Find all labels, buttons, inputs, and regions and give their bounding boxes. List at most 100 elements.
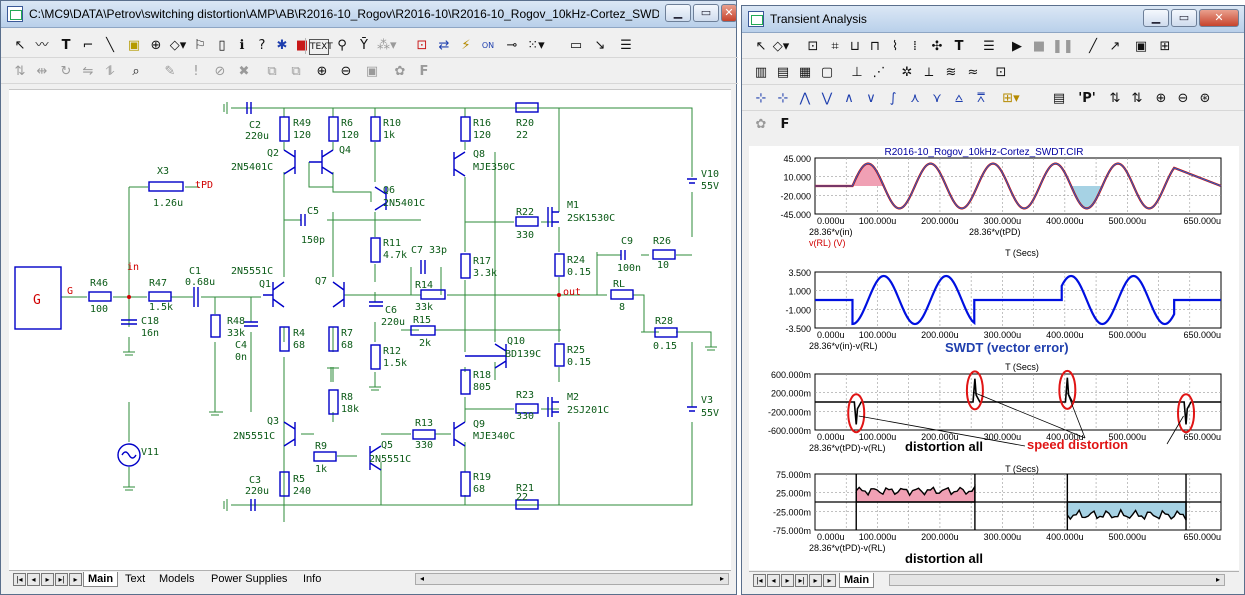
pause-icon[interactable]: ❚❚ — [1052, 39, 1074, 54]
zoom-in-icon[interactable]: ⊕ — [1155, 91, 1167, 106]
page-more-button[interactable]: ▸ — [823, 574, 836, 587]
maximize-button[interactable]: ▭ — [693, 4, 719, 22]
zoom-out-icon[interactable]: ⊖ — [340, 64, 352, 79]
ruler-icon[interactable]: ≋ — [945, 65, 957, 80]
stop-run-icon[interactable]: ■ — [1032, 39, 1046, 54]
transient-maximize-button[interactable]: ▭ — [1171, 9, 1197, 27]
performance-tag-icon[interactable]: ⁞ — [912, 39, 918, 54]
warning-icon[interactable]: ! — [193, 64, 199, 79]
peak-icon[interactable]: ⋀ — [799, 91, 811, 106]
transient-minimize-button[interactable]: ▁ — [1143, 9, 1169, 27]
table-icon[interactable]: ⊞ — [1159, 39, 1171, 54]
shape-icon[interactable]: ◇▾ — [169, 38, 187, 53]
page-menu-button[interactable]: ▸ — [69, 573, 82, 586]
first-page-button[interactable]: |◂ — [13, 573, 26, 586]
orthogonal-wire-icon[interactable]: ⌐ — [82, 38, 94, 53]
mirror-icon[interactable]: ⇹ — [36, 64, 48, 79]
info-icon[interactable]: ℹ — [239, 38, 245, 53]
cursor-left-icon[interactable]: ⊹ — [755, 91, 767, 106]
baseline-icon[interactable]: ⊥ — [851, 65, 863, 80]
animate-icon[interactable]: ⊡ — [995, 65, 1007, 80]
font-icon[interactable]: F — [780, 117, 790, 132]
transient-tab-main[interactable]: Main — [839, 573, 875, 588]
transient-titlebar[interactable]: Transient Analysis ▁ ▭ ✕ — [742, 6, 1244, 33]
grid-minor-icon[interactable]: ▤ — [776, 65, 790, 80]
edit-icon[interactable]: ✎ — [164, 64, 176, 79]
tab-power-supplies[interactable]: Power Supplies — [211, 573, 288, 585]
plot-area[interactable]: R2016-10_Rogov_10kHz-Cortez_SWDT.CIR 45.… — [749, 146, 1239, 570]
go-to-y-icon[interactable]: 'P' — [1078, 91, 1096, 106]
last-page-button[interactable]: ▸| — [55, 573, 68, 586]
select-arrow-icon[interactable]: ↖ — [14, 38, 26, 53]
next-page-button[interactable]: ▸ — [781, 574, 794, 587]
plot-window-icon[interactable]: ▣ — [1134, 39, 1148, 54]
text-tool-icon[interactable]: T — [61, 38, 71, 53]
low-icon[interactable]: ∨ — [866, 91, 876, 106]
camera-icon[interactable]: ▣ — [365, 64, 379, 79]
text-tool-icon[interactable]: T — [954, 39, 964, 54]
zoom-out-icon[interactable]: ⊖ — [1177, 91, 1189, 106]
page-icon[interactable]: ▯ — [218, 38, 226, 53]
next-page-button[interactable]: ▸ — [41, 573, 54, 586]
flag-icon[interactable]: ⚐ — [194, 38, 206, 53]
transient-close-button[interactable]: ✕ — [1199, 9, 1239, 27]
scale-tool-icon[interactable]: ⊡ — [807, 39, 819, 54]
flip-x-icon[interactable]: ⇋ — [82, 64, 94, 79]
help-icon[interactable]: ? — [258, 38, 266, 53]
next-simulation-icon[interactable]: ⇅ — [1109, 91, 1121, 106]
drag-icon[interactable]: ↘ — [594, 38, 606, 53]
tab-models[interactable]: Models — [159, 573, 195, 585]
minimize-button[interactable]: ▁ — [665, 4, 691, 22]
go-to-x-icon[interactable]: ⊞▾ — [1002, 91, 1020, 106]
component-icon[interactable]: ⊕ — [150, 38, 162, 53]
transient-horizontal-scrollbar[interactable]: ▸ — [889, 574, 1225, 586]
palette-icon[interactable]: ✿ — [394, 64, 406, 79]
select-arrow-icon[interactable]: ↖ — [755, 39, 767, 54]
monte-carlo-icon[interactable]: ≈ — [967, 65, 979, 80]
inflection-icon[interactable]: ∫ — [889, 91, 897, 106]
scale-icon[interactable]: ⟂ — [924, 65, 934, 80]
flip-y-icon[interactable]: ⥮ — [105, 64, 115, 79]
font-icon[interactable]: F — [419, 64, 429, 79]
scope-icon[interactable]: ✣ — [931, 39, 943, 54]
page-menu-button[interactable]: ▸ — [809, 574, 822, 587]
pin-connections-icon[interactable]: Ȳ — [360, 38, 368, 53]
tag-horizontal-icon[interactable]: ⊔ — [849, 39, 861, 54]
stop-icon[interactable]: ⊘ — [214, 64, 226, 79]
global-high-icon[interactable]: ⋏ — [910, 91, 920, 106]
on-off-icon[interactable]: ON — [481, 41, 495, 50]
palette-icon[interactable]: ✿ — [755, 117, 767, 132]
properties-icon[interactable]: ☰ — [983, 39, 995, 54]
zoom-fit-icon[interactable]: ⊛ — [1199, 91, 1211, 106]
tab-text[interactable]: Text — [125, 573, 146, 585]
valley-icon[interactable]: ⋁ — [821, 91, 833, 106]
prev-page-button[interactable]: ◂ — [27, 573, 40, 586]
copy-icon[interactable]: ⧉ — [267, 64, 277, 79]
tab-info[interactable]: Info — [303, 573, 322, 585]
schematic-titlebar[interactable]: C:\MC9\DATA\Petrov\switching distortion\… — [1, 1, 737, 28]
cancel-icon[interactable]: ✖ — [238, 64, 250, 79]
find-icon[interactable]: ⌕ — [132, 64, 140, 79]
tag-vertical-icon[interactable]: ⊓ — [869, 39, 881, 54]
cursor-table-icon[interactable]: ▤ — [1052, 91, 1066, 106]
schematic-canvas[interactable]: G G R46 100 in R47 1.5k C1 0.68u C18 16n… — [9, 89, 731, 570]
point-tag-icon[interactable]: ⌇ — [891, 39, 899, 54]
grid-none-icon[interactable]: ▢ — [820, 65, 834, 80]
scroll-right-arrow[interactable]: ▸ — [1215, 575, 1220, 584]
node-numbers-icon[interactable]: ⚲ — [337, 38, 347, 53]
grid-both-icon[interactable]: ▦ — [798, 65, 812, 80]
run-icon[interactable]: ▶ — [1012, 39, 1022, 54]
text-box-icon[interactable]: TEXT — [309, 39, 333, 55]
first-page-button[interactable]: |◂ — [753, 574, 766, 587]
scroll-left-arrow[interactable]: ◂ — [419, 574, 424, 583]
paste-icon[interactable]: ⧉ — [291, 64, 301, 79]
prev-page-button[interactable]: ◂ — [767, 574, 780, 587]
pin-markers-icon[interactable]: ⊸ — [506, 38, 518, 53]
arrow-line-icon[interactable]: ↗ — [1109, 39, 1121, 54]
token-icon[interactable]: ⋰ — [872, 65, 886, 80]
grid-major-icon[interactable]: ▥ — [754, 65, 768, 80]
grid-text-icon[interactable]: ⁂▾ — [377, 38, 397, 53]
high-icon[interactable]: ∧ — [844, 91, 854, 106]
diagonal-wire-icon[interactable]: ╲ — [106, 38, 114, 53]
step-icon[interactable]: ⇅ — [14, 64, 26, 79]
